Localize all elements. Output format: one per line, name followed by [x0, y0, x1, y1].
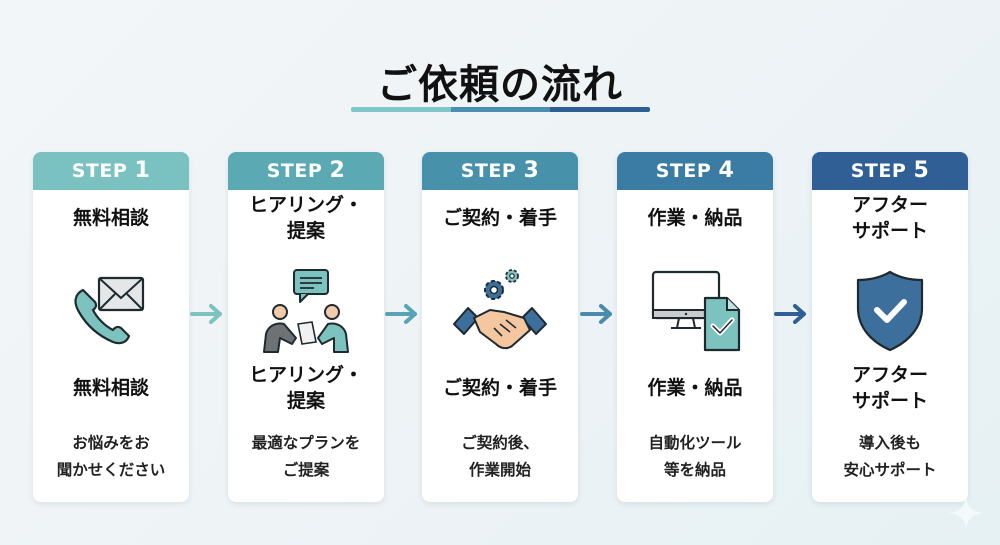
step-header: STEP 5 [812, 152, 968, 190]
step-description-line: 導入後も [858, 434, 921, 452]
step-header: STEP 2 [228, 152, 384, 190]
step-subtitle-line: 提案 [286, 390, 325, 412]
step-label: STEP [850, 160, 907, 182]
step-description-line: 作業開始 [468, 461, 531, 479]
step-description-line: 安心サポート [843, 461, 937, 479]
title-underline-segment [351, 107, 451, 112]
step-title: ヒアリング・ 提案 [228, 192, 384, 244]
step-description: ご契約後、 作業開始 [422, 430, 578, 484]
step-description: 導入後も 安心サポート [812, 430, 968, 484]
step-label: STEP [71, 160, 128, 182]
step-card-4: STEP 4 作業・納品 作業・納品 自動化ツール 等を納品 [617, 152, 773, 502]
step-card-2: STEP 2 ヒアリング・ 提案 ヒアリング・ 提案 最適なプランを ご提案 [228, 152, 384, 502]
step-subtitle: アフター サポート [812, 362, 968, 414]
step-title: ご契約・着手 [422, 205, 578, 231]
shield-check-icon [840, 268, 940, 354]
step-description-line: 自動化ツール [648, 434, 742, 452]
step-subtitle-line: サポート [851, 390, 928, 412]
step-number: 2 [329, 158, 346, 183]
step-title-line: サポート [851, 220, 928, 242]
arrow-right-icon [385, 304, 419, 324]
sparkle-icon [948, 495, 984, 531]
step-subtitle: 作業・納品 [617, 375, 773, 401]
handshake-gears-icon [450, 268, 550, 354]
step-title-line: ヒアリング・ [248, 194, 363, 216]
step-title: アフター サポート [812, 192, 968, 244]
step-description-line: ご契約後、 [461, 434, 539, 452]
step-card-3: STEP 3 ご契約・着手 ご契約・着手 ご契約後、 作業開始 [422, 152, 578, 502]
step-subtitle-line: 無料相談 [72, 377, 149, 399]
meeting-icon [256, 268, 356, 354]
step-title: 作業・納品 [617, 205, 773, 231]
step-header: STEP 3 [422, 152, 578, 190]
step-card-5: STEP 5 アフター サポート アフター サポート 導入後も 安心サポート [812, 152, 968, 502]
monitor-document-check-icon [645, 268, 745, 354]
step-title-line: ご契約・着手 [442, 207, 557, 229]
step-description-line: 等を納品 [663, 461, 726, 479]
step-subtitle-line: ヒアリング・ [248, 364, 363, 386]
arrow-right-icon [774, 304, 808, 324]
step-description-line: 聞かせください [56, 461, 166, 479]
step-description: お悩みをお 聞かせください [33, 430, 189, 484]
phone-mail-icon [61, 268, 161, 354]
step-number: 5 [913, 158, 930, 183]
step-header: STEP 1 [33, 152, 189, 190]
title-underline-segment [450, 107, 551, 112]
title-underline [351, 107, 650, 112]
arrow-right-icon [190, 304, 224, 324]
step-subtitle-line: 作業・納品 [647, 377, 743, 399]
step-title-line: 作業・納品 [647, 207, 743, 229]
step-number: 4 [718, 158, 735, 183]
step-title-line: 無料相談 [72, 207, 149, 229]
step-card-1: STEP 1 無料相談 無料相談 お悩みをお 聞かせください [33, 152, 189, 502]
step-description-line: 最適なプランを [251, 434, 361, 452]
page-title: ご依頼の流れ [377, 62, 623, 108]
step-label: STEP [266, 160, 323, 182]
title-underline-segment [550, 107, 650, 112]
step-header: STEP 4 [617, 152, 773, 190]
step-subtitle: ヒアリング・ 提案 [228, 362, 384, 414]
step-description-line: ご提案 [282, 461, 330, 479]
step-title-line: アフター [851, 194, 928, 216]
step-description: 自動化ツール 等を納品 [617, 430, 773, 484]
step-subtitle-line: ご契約・着手 [442, 377, 557, 399]
step-number: 3 [523, 158, 540, 183]
step-description: 最適なプランを ご提案 [228, 430, 384, 484]
step-subtitle: ご契約・着手 [422, 375, 578, 401]
step-subtitle: 無料相談 [33, 375, 189, 401]
step-description-line: お悩みをお [72, 434, 150, 452]
step-title: 無料相談 [33, 205, 189, 231]
step-label: STEP [460, 160, 517, 182]
step-label: STEP [655, 160, 712, 182]
step-number: 1 [134, 158, 151, 183]
step-subtitle-line: アフター [851, 364, 928, 386]
arrow-right-icon [580, 304, 614, 324]
step-title-line: 提案 [286, 220, 325, 242]
